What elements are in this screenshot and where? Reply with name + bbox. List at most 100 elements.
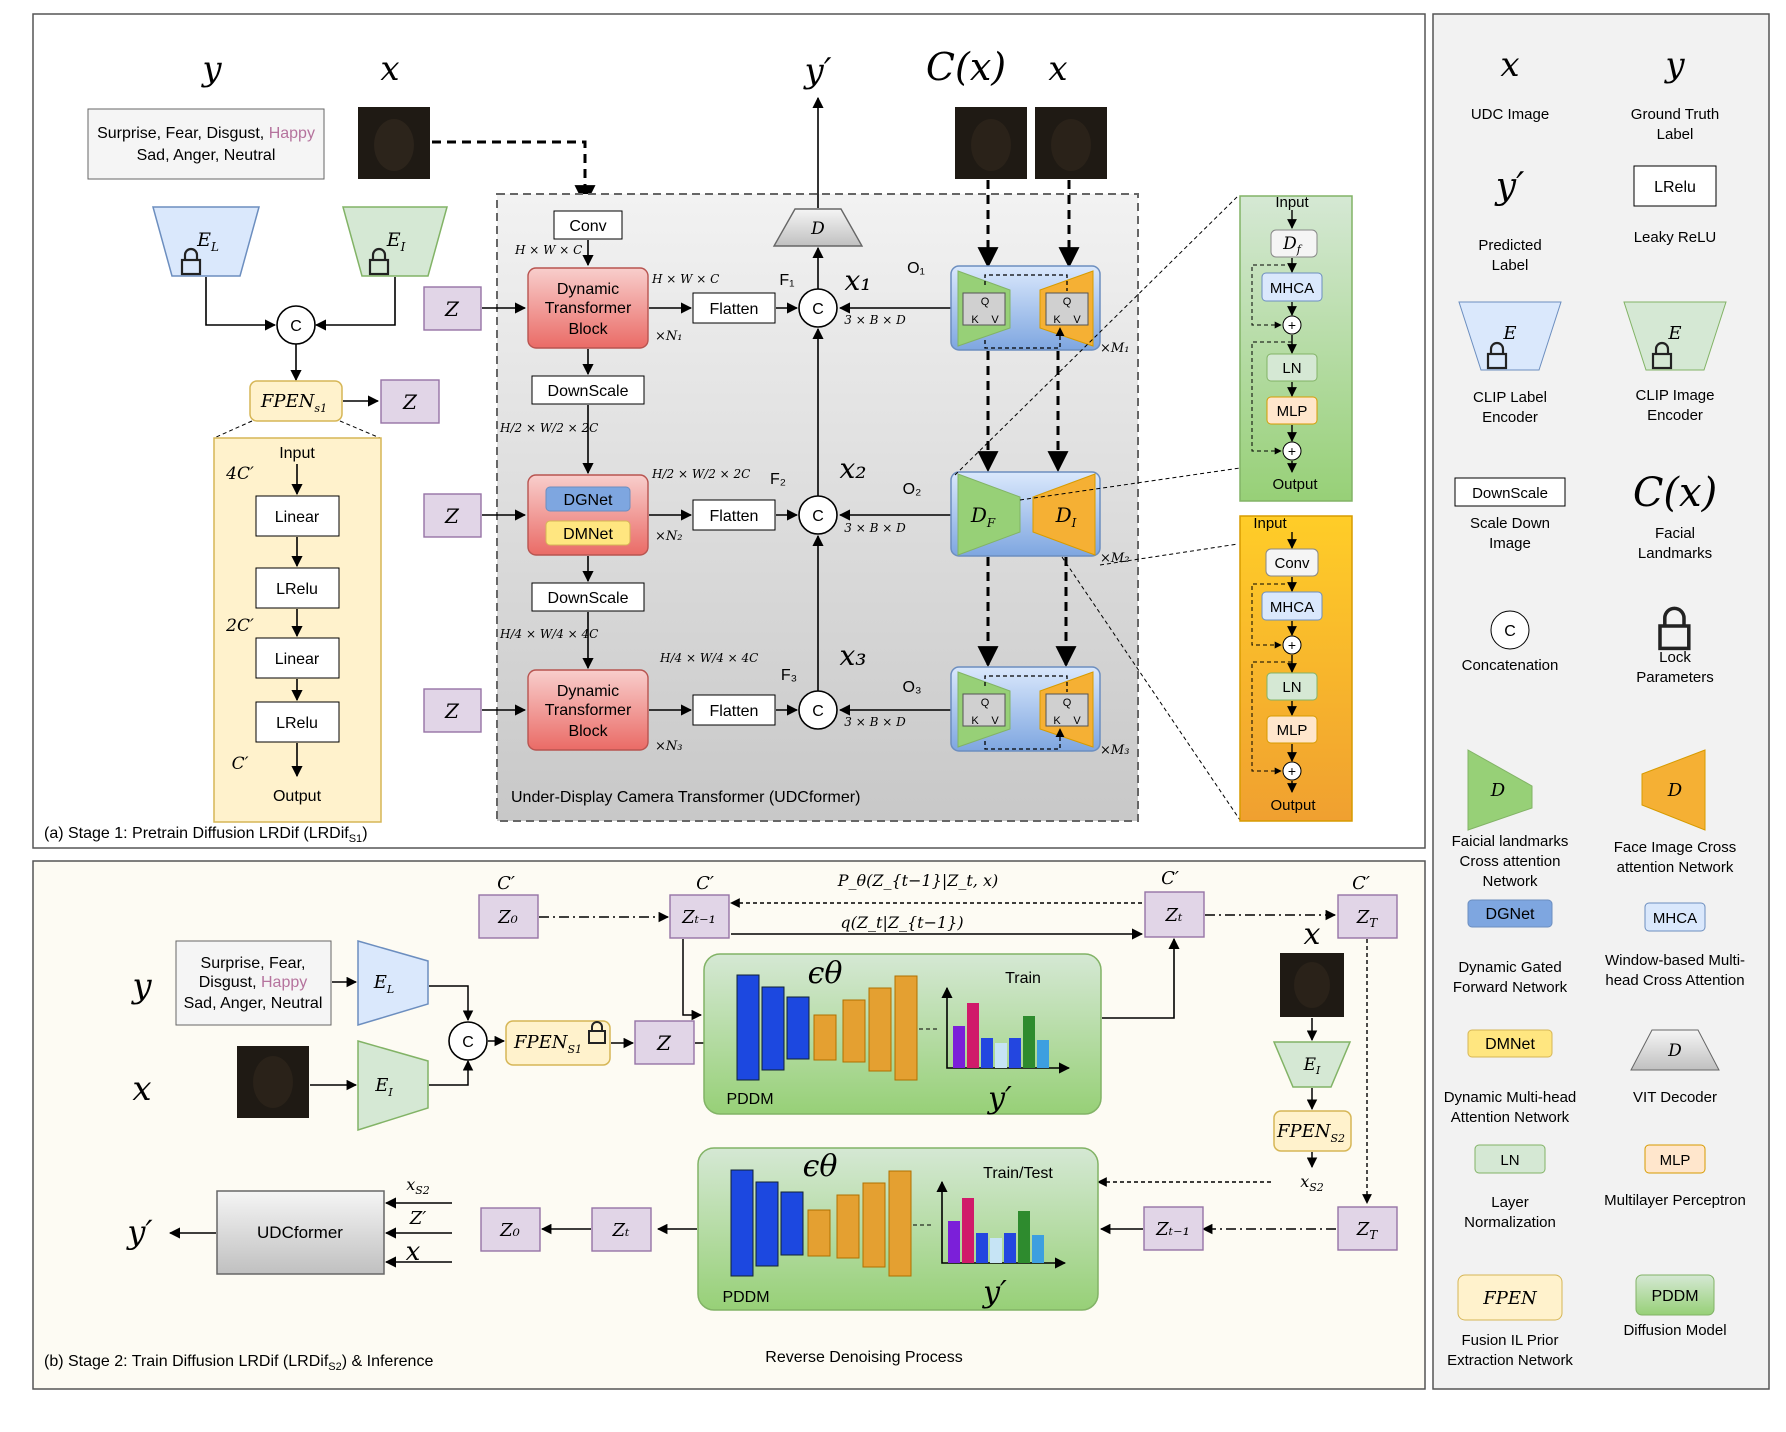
conv-dim: H × W × C [514,243,582,257]
hist-test-bar [962,1198,974,1263]
legend-ln-box [1474,1144,1546,1174]
emotion-labels-line1: Surprise, Fear, Disgust, Happy [97,125,315,142]
y-prime-test: y′ [981,1275,1007,1310]
dim-in-2: H/2 × W/2 × 2C [499,421,598,435]
legend-dmnet-label: DMNet [1485,1036,1535,1053]
dim-out-1: H × W × C [651,272,719,286]
legend-mlp-label: MLP [1660,1152,1691,1169]
x-label-top: x [1048,49,1067,89]
flatten-3-label: Flatten [710,703,759,720]
legend-label: Leaky ReLU [1634,229,1717,246]
legend-panel [1432,13,1770,1390]
green-mlp-box [1266,396,1318,425]
dim-2c: 2C′ [225,616,254,636]
x1-label: x₁ [844,264,871,297]
green-add-2 [1282,441,1302,461]
z-input-3 [423,688,482,733]
orange-mlp-label: MLP [1277,722,1308,739]
orange-add-2-plus: + [1288,763,1296,779]
stage2-concat-node [448,1021,488,1061]
legend-label: Faicial landmarks [1452,833,1569,850]
clip-image-encoder [342,206,448,277]
zT-bottom-box [1337,1206,1398,1251]
stage2-face-right-shape [1294,962,1330,1008]
z-input-2 [423,493,482,538]
v-3-label: V [991,715,999,727]
n1-label: ×N₁ [655,329,682,344]
dim-in-3: H/4 × W/4 × 4C [499,627,598,641]
fpen-output-label: Output [273,788,322,805]
legend-label: Network [1482,873,1538,890]
hist-train-bar [967,1003,979,1068]
flatten-box-2 [692,499,776,531]
green-mhca-label: MHCA [1270,280,1314,297]
z0-top-box [478,894,539,939]
zoom-line-orange-a [1099,543,1239,566]
hist-train-bar [1009,1038,1021,1068]
stage2-concat-label: C [462,1034,474,1051]
hist-test-bar [990,1238,1002,1263]
orange-conv-box [1265,548,1319,577]
x3-label: x₃ [839,639,866,672]
eps-theta-test: ϵθ [803,1149,838,1184]
y-prime-top: y′ [803,51,832,91]
emotion-labels-line2: Sad, Anger, Neutral [137,147,276,164]
green-mhca-box [1261,272,1323,302]
legend-label: head Cross Attention [1605,972,1744,989]
v-3b-label: V [1073,715,1081,727]
green-df-box [1270,229,1318,258]
lock-icon [180,247,202,276]
lock-icon [588,1021,606,1044]
legend-label: Ground Truth [1631,106,1719,123]
legend-mlp-box [1644,1144,1706,1174]
stage2-clip-image-encoder [357,1040,429,1132]
legend-label: Dynamic Gated [1458,959,1561,976]
hist-train-bar [981,1038,993,1068]
hist-train-bar [1037,1040,1049,1068]
dtb-3-line1: Dynamic [557,683,619,700]
orange-ln-box [1266,672,1318,701]
legend-ln-label: LN [1500,1152,1519,1169]
flatten-box-1 [692,292,776,324]
f2-label: F₂ [770,471,786,488]
legend-label: VIT Decoder [1633,1089,1717,1106]
stage2-right-ei-label: EI [1303,1055,1321,1077]
legend-dgnet-box [1467,899,1553,928]
legend-label: attention Network [1617,859,1734,876]
dtb-block-1 [527,267,649,349]
unet-bar [836,1194,860,1259]
k-3-label: K [971,715,979,727]
zt1-bottom-label: Zₜ₋₁ [1155,1219,1190,1240]
legend-fpen-label: FPEN [1482,1288,1538,1309]
legend-label: Cross attention [1460,853,1561,870]
o3-label: O₃ [903,679,922,696]
unet-bar [888,1170,912,1277]
green-df-label: Df [1282,234,1303,256]
legend-pddm-box [1635,1274,1715,1316]
z0-top-label: Z₀ [497,907,518,928]
dtb-1-line3: Block [568,321,608,338]
zoom-line-orange-b [1061,556,1241,821]
q-3b-label: Q [1063,697,1072,709]
legend-label: Dynamic Multi-head [1444,1089,1577,1106]
dim-4c: 4C′ [225,464,254,484]
q-1-label: Q [981,296,990,308]
legend-label: Attention Network [1451,1109,1570,1126]
concat-node-2-label: C [812,508,824,525]
dgnet-label: DGNet [564,492,613,509]
decoder-label: D [810,219,825,239]
legend-fpen-box [1457,1274,1563,1321]
conv-label: Conv [569,218,606,235]
linear-layer-2 [255,637,340,679]
stage2-labels-box [175,940,332,1026]
stage2-fpen-s1-label: FPENS1 [513,1032,582,1056]
dim-out-2: H/2 × W/2 × 2C [651,467,750,481]
